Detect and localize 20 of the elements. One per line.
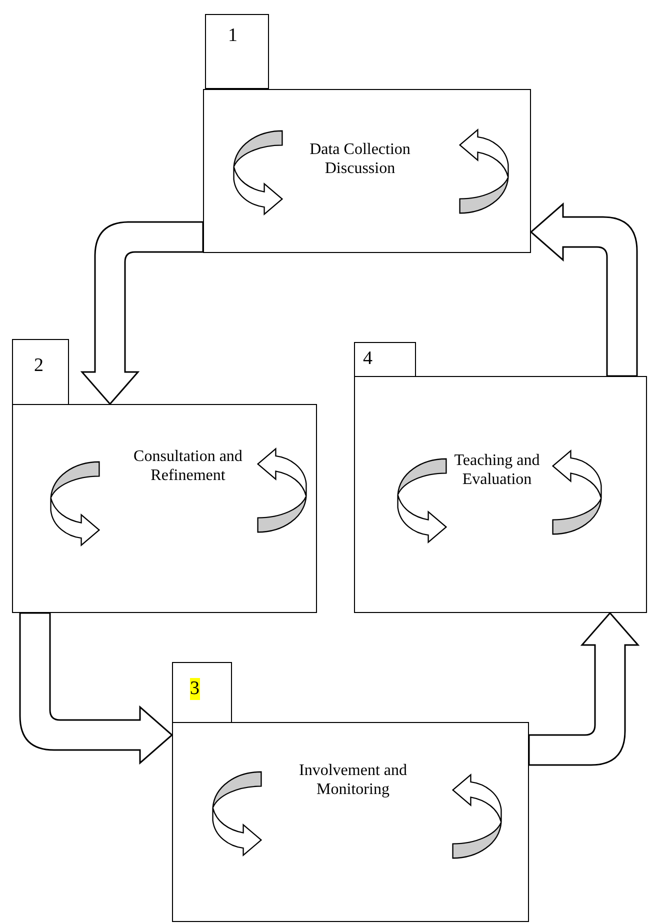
block-arrow [528, 612, 639, 766]
number-tab [354, 342, 416, 377]
number-tab [205, 14, 269, 89]
stage-box [203, 89, 531, 253]
block-arrow [19, 612, 173, 764]
step-number: 1 [228, 25, 238, 47]
stage-box [12, 404, 317, 613]
stage-title: Data Collection Discussion [308, 140, 412, 178]
stage-title: Teaching and Evaluation [453, 451, 541, 489]
stage-title: Consultation and Refinement [132, 447, 244, 485]
block-arrow [81, 221, 204, 405]
step-number: 2 [34, 355, 44, 377]
stage-box [172, 722, 529, 922]
number-tab [12, 339, 69, 405]
number-tab [172, 662, 232, 723]
stage-title: Involvement and Monitoring [298, 761, 408, 799]
step-number: 3 [190, 678, 200, 700]
block-arrow [530, 203, 638, 377]
stage-box [354, 376, 647, 613]
step-number: 4 [363, 348, 372, 370]
